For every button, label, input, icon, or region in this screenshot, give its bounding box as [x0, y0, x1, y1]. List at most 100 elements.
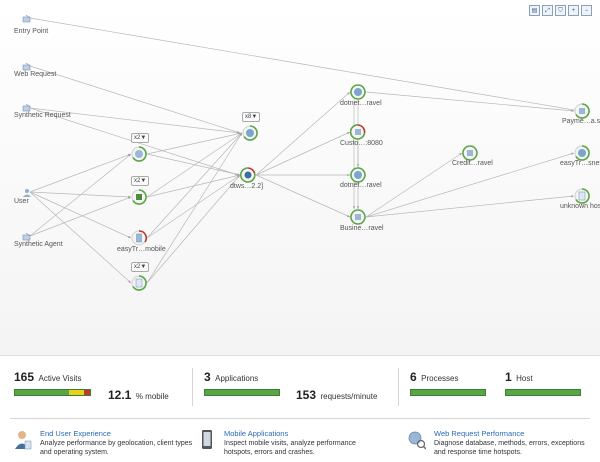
source-web-request[interactable]: Web Request: [14, 71, 57, 78]
zoom-in-icon[interactable]: +: [568, 5, 579, 16]
node-label: easyTr…mobile: [117, 246, 166, 253]
agent-node-icon[interactable]: [240, 167, 256, 183]
flow-edge: [146, 153, 241, 176]
web-server-node-icon[interactable]: [131, 146, 147, 162]
node-label: Credit…ravel: [452, 160, 493, 167]
processes-bar: [410, 389, 486, 396]
requests-count: 153: [296, 388, 317, 402]
web-service-node-icon[interactable]: [574, 145, 590, 161]
multiplier-badge[interactable]: x8▼: [242, 112, 261, 122]
dotnet-node-icon[interactable]: [350, 84, 366, 100]
requests-stat[interactable]: 153 requests/minute: [296, 386, 377, 404]
mobile-device-icon: [202, 430, 212, 449]
visits-bar-segment: [69, 390, 84, 395]
flow-edge: [29, 153, 132, 193]
layout-icon[interactable]: ▤: [529, 5, 540, 16]
source-user[interactable]: User: [14, 198, 29, 205]
flow-edge: [146, 174, 241, 198]
web-server-node-icon[interactable]: [242, 125, 258, 141]
source-synthetic-request[interactable]: Synthetic Request: [14, 112, 71, 119]
active-visits-count: 165: [14, 370, 35, 384]
flow-edge-arrowhead: [237, 175, 240, 178]
applications-label: Applications: [215, 374, 259, 383]
flow-edge: [29, 191, 132, 239]
flow-edge: [255, 174, 351, 218]
flow-edge-arrowhead: [347, 214, 350, 217]
flow-edge: [29, 191, 132, 284]
flow-edge: [365, 195, 575, 218]
application-node-icon[interactable]: [131, 189, 147, 205]
flow-edge: [255, 91, 351, 176]
feature-title[interactable]: End User Experience: [40, 429, 111, 438]
feature-description: Diagnose database, methods, errors, exce…: [434, 440, 585, 456]
multiplier-badge[interactable]: x2▼: [131, 133, 150, 143]
dotnet-node-icon[interactable]: [350, 167, 366, 183]
flow-edge: [29, 107, 241, 134]
user-experience-icon: [15, 431, 32, 450]
section-divider: [10, 418, 590, 419]
web-request-icon: [22, 62, 31, 71]
flow-edge-arrowhead: [128, 196, 131, 200]
node-label: Custo…:8080: [340, 140, 383, 147]
mobile-app-node-icon[interactable]: [131, 230, 147, 246]
zoom-out-icon[interactable]: −: [581, 5, 592, 16]
feature-title[interactable]: Mobile Applications: [224, 429, 289, 438]
flow-edge-arrowhead: [128, 154, 131, 157]
flow-edge: [29, 17, 581, 112]
transaction-flow-area[interactable]: ▤ ⤢ ⛉ + − Entry Point Web Request Synthe…: [0, 0, 600, 355]
feature-title[interactable]: Web Request Performance: [434, 429, 525, 438]
source-synthetic-agent[interactable]: Synthetic Agent: [14, 241, 63, 248]
flow-edge-arrowhead: [459, 153, 462, 156]
fit-to-screen-icon[interactable]: ⤢: [542, 5, 553, 16]
divider: [192, 368, 193, 406]
mobile-share-label: % mobile: [135, 392, 169, 401]
flow-edge: [365, 91, 575, 112]
web-request-performance-icon: [408, 431, 426, 450]
flow-edge-arrowhead: [356, 164, 360, 167]
database-node-icon[interactable]: [574, 103, 590, 119]
active-visits-label: Active Visits: [38, 374, 82, 383]
synthetic-agent-icon: [22, 232, 31, 241]
node-label: unknown hos: [560, 203, 600, 210]
visits-bar-segment: [84, 390, 90, 395]
flow-edge: [29, 196, 132, 237]
flow-edge: [146, 132, 243, 239]
entry-point-icon: [22, 14, 31, 23]
flow-edge-arrowhead: [237, 131, 240, 134]
applications-stat[interactable]: 3 Applications: [204, 368, 258, 386]
flow-edge-arrowhead: [571, 109, 574, 112]
applications-count: 3: [204, 370, 211, 384]
multiplier-badge[interactable]: x2▼: [131, 176, 150, 186]
unknown-host-node-icon[interactable]: [574, 188, 590, 204]
source-entry-point[interactable]: Entry Point: [14, 28, 49, 35]
applications-bar: [204, 389, 280, 396]
processes-label: Processes: [421, 374, 459, 383]
document-node-icon[interactable]: [131, 275, 147, 291]
node-label: dotnet…ravel: [340, 182, 382, 189]
visits-bar-segment: [15, 390, 69, 395]
visits-breakdown-bar: [14, 389, 91, 396]
node-label: dtws…2.2]: [230, 183, 264, 190]
stats-panel: 165 Active Visits 12.1 % mobile 3 Applic…: [0, 355, 600, 416]
database-node-icon[interactable]: [462, 145, 478, 161]
active-visits-stat[interactable]: 165 Active Visits: [14, 368, 81, 386]
flow-edge: [146, 132, 243, 155]
hosts-stat[interactable]: 1 Host: [505, 368, 533, 386]
requests-label: requests/minute: [320, 392, 378, 401]
hosts-bar: [505, 389, 581, 396]
flow-edge-arrowhead: [239, 133, 242, 136]
mobile-share-stat[interactable]: 12.1 % mobile: [108, 386, 169, 404]
processes-count: 6: [410, 370, 417, 384]
database-node-icon[interactable]: [350, 124, 366, 140]
flow-toolbar: ▤ ⤢ ⛉ + −: [529, 5, 592, 16]
flow-edge-arrowhead: [347, 132, 350, 135]
hosts-count: 1: [505, 370, 512, 384]
hosts-label: Host: [516, 374, 533, 383]
synthetic-request-icon: [22, 103, 31, 112]
filter-icon[interactable]: ⛉: [555, 5, 566, 16]
processes-stat[interactable]: 6 Processes: [410, 368, 459, 386]
multiplier-badge[interactable]: x2▼: [131, 262, 150, 272]
flow-edge-arrowhead: [352, 206, 356, 209]
divider: [398, 368, 399, 406]
database-node-icon[interactable]: [350, 209, 366, 225]
